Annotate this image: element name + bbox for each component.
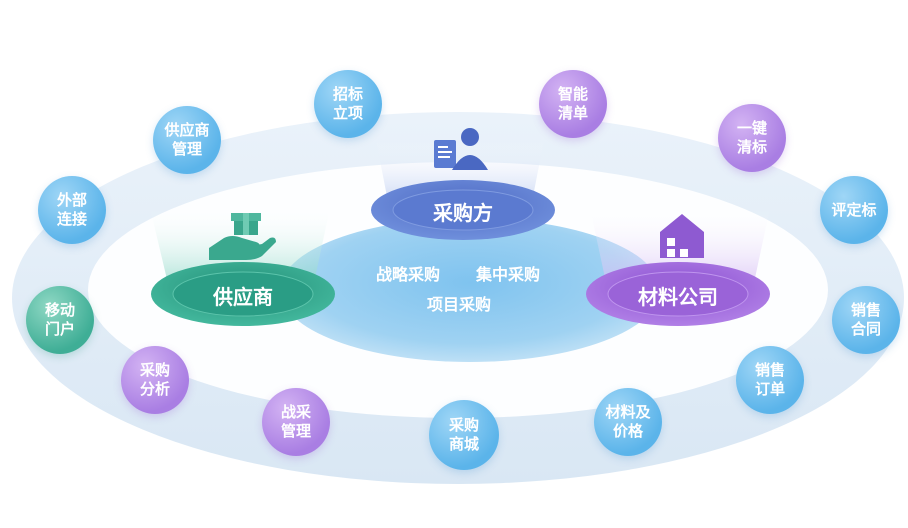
node-tender-setup[interactable]: 招标 立项 — [314, 70, 382, 138]
node-mobile-portal[interactable]: 移动 门户 — [26, 286, 94, 354]
node-external-connection[interactable]: 外部 连接 — [38, 176, 106, 244]
buyer-disc-inner — [392, 189, 534, 231]
hub-buyer-label[interactable]: 采购方 — [433, 201, 493, 225]
node-supplier-management[interactable]: 供应商 管理 — [153, 106, 221, 174]
node-one-click-bid-clearing[interactable]: 一键 清标 — [718, 104, 786, 172]
node-sales-order[interactable]: 销售 订单 — [736, 346, 804, 414]
hub-company-label[interactable]: 材料公司 — [638, 285, 718, 309]
center-centralized: 集中采购 — [476, 265, 541, 284]
center-strategic: 战略采购 — [376, 265, 441, 284]
node-sales-contract[interactable]: 销售 合同 — [832, 286, 900, 354]
supplier-disc-inner — [172, 271, 314, 317]
node-smart-list[interactable]: 智能 清单 — [539, 70, 607, 138]
hand-box-icon — [209, 213, 276, 260]
person-icon — [434, 128, 488, 170]
node-bid-evaluation[interactable]: 评定标 — [820, 176, 888, 244]
center-project: 项目采购 — [427, 295, 492, 314]
node-materials-and-prices[interactable]: 材料及 价格 — [594, 388, 662, 456]
hub-supplier-label[interactable]: 供应商 — [213, 285, 273, 309]
building-icon — [660, 214, 704, 258]
company-disc-inner — [607, 271, 749, 317]
node-procurement-mall[interactable]: 采购 商城 — [429, 400, 499, 470]
center-ellipse — [280, 218, 660, 362]
node-procurement-analysis[interactable]: 采购 分析 — [121, 346, 189, 414]
node-strategic-procurement-management[interactable]: 战采 管理 — [262, 388, 330, 456]
